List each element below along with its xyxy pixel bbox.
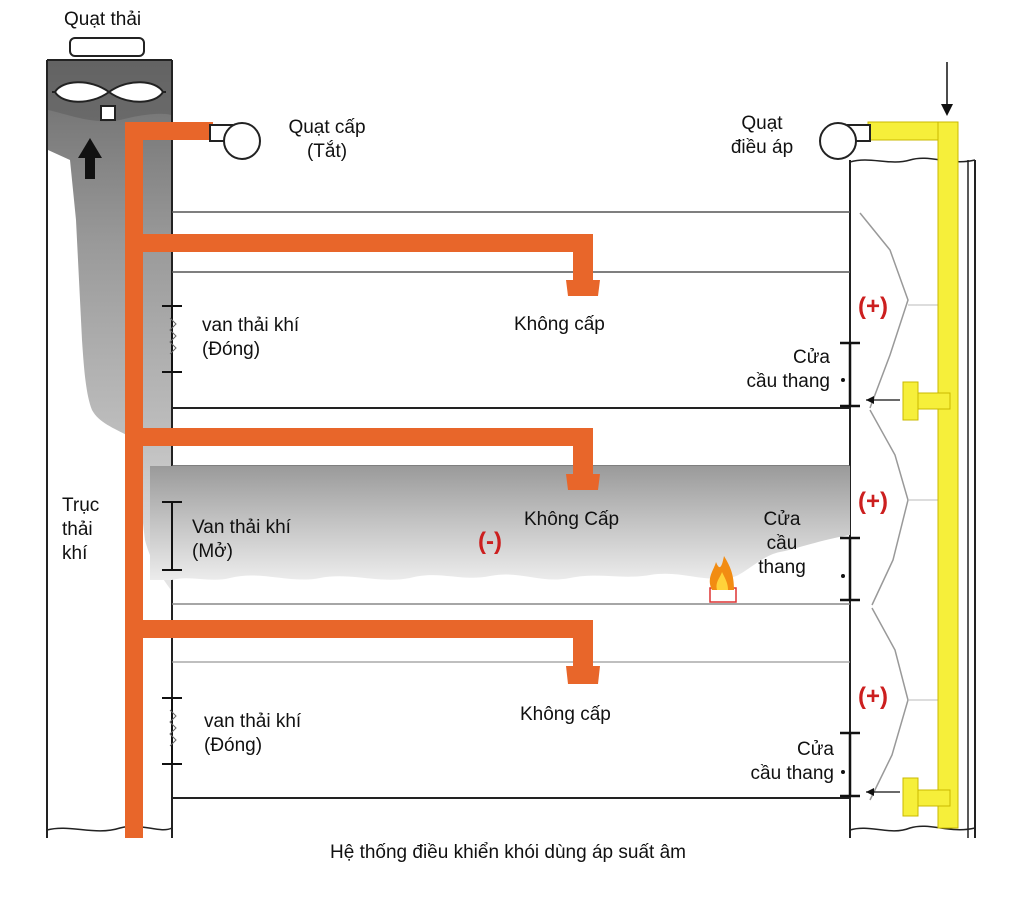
damper-floor-2 <box>162 501 182 571</box>
damper-label-floor-2-line2: (Mở) <box>192 541 233 562</box>
supply-fan-label: Quạt cấp (Tắt) <box>272 116 382 164</box>
pressure-sign-floor-3: (+) <box>858 683 888 710</box>
fire-icon <box>709 556 737 603</box>
stair-door-label-floor-1-line1: Cửa <box>792 347 830 368</box>
stair-door-label-floor-1: Cửa cầu thang <box>700 346 830 394</box>
supply-fan-label-line1: Quạt cấp <box>288 117 366 138</box>
damper-label-floor-1-line2: (Đóng) <box>202 339 261 360</box>
pressure-sign-floor-2: (+) <box>858 488 888 515</box>
damper-label-floor-1-line1: van thải khí <box>202 315 300 336</box>
stair-door-label-floor-3: Cửa cầu thang <box>704 738 834 786</box>
supply-fan-label-line2: (Tắt) <box>306 141 348 162</box>
supply-status-floor-3: Không cấp <box>520 704 611 725</box>
exhaust-shaft-label-line3: khí <box>62 543 88 564</box>
stair-door-floor-1 <box>840 341 900 408</box>
damper-label-floor-3: van thải khí (Đóng) <box>204 710 301 758</box>
stair-door-label-floor-2-line2: cầu <box>766 533 798 554</box>
stair-door-label-floor-3-line1: Cửa <box>796 739 834 760</box>
pressure-fan-label-line2: điều áp <box>730 137 794 158</box>
pressure-duct <box>867 121 959 829</box>
supply-status-floor-2: Không Cấp <box>524 509 620 530</box>
damper-label-floor-2-line1: Van thải khí <box>192 517 291 538</box>
room-pressure-sign: (-) <box>478 528 502 555</box>
airflow-arrow-icon <box>78 138 102 179</box>
supply-fan-icon <box>209 122 261 160</box>
stair-door-label-floor-2: Cửa cầu thang <box>742 508 822 580</box>
stair-door-floor-3 <box>840 731 900 798</box>
stair-door-label-floor-2-line1: Cửa <box>763 509 801 530</box>
stair-door-label-floor-1-line2: cầu thang <box>746 371 830 392</box>
stair-door-label-floor-2-line3: thang <box>758 557 806 578</box>
damper-label-floor-3-line1: van thải khí <box>204 711 302 732</box>
exhaust-shaft-label-line2: thải <box>62 519 93 540</box>
damper-label-floor-2: Van thải khí (Mở) <box>192 516 291 564</box>
diagram-caption: Hệ thống điều khiển khói dùng áp suất âm <box>330 842 686 863</box>
pressure-fan-label-line1: Quạt <box>741 113 783 134</box>
stair-door-label-floor-3-line2: cầu thang <box>750 763 834 784</box>
damper-label-floor-3-line2: (Đóng) <box>204 735 263 756</box>
exhaust-fan-label: Quạt thải <box>64 9 142 30</box>
damper-label-floor-1: van thải khí (Đóng) <box>202 314 299 362</box>
damper-floor-1 <box>162 305 182 373</box>
exhaust-fan-icon <box>52 37 166 121</box>
supply-duct <box>125 122 600 838</box>
pressure-fan-label: Quạt điều áp <box>722 112 802 160</box>
exhaust-shaft-label-line1: Trục <box>62 495 100 516</box>
supply-status-floor-1: Không cấp <box>514 314 605 335</box>
pressure-fan-icon <box>819 62 953 160</box>
stair-door-floor-2 <box>840 536 860 602</box>
pressure-sign-floor-1: (+) <box>858 293 888 320</box>
room-smoke <box>150 466 850 580</box>
exhaust-shaft <box>46 59 173 838</box>
damper-floor-3 <box>162 697 182 765</box>
exhaust-shaft-label: Trục thải khí <box>62 494 99 566</box>
